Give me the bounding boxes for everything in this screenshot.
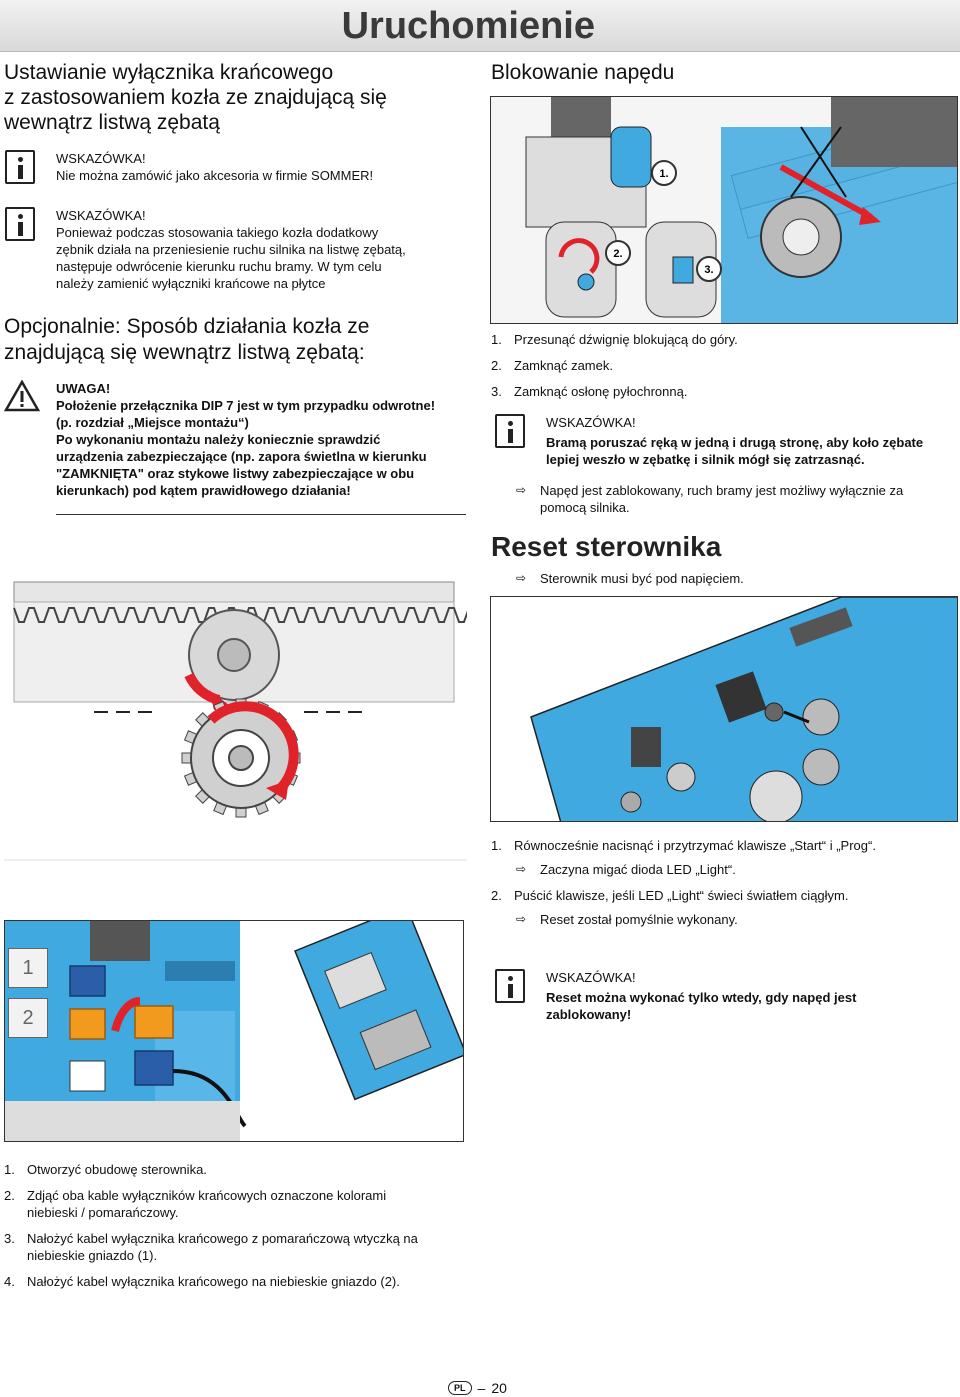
- note4-label: WSKAZÓWKA!: [546, 970, 636, 985]
- warning-line: kierunkach) pod kątem prawidłowego dział…: [56, 483, 351, 498]
- note2-label: WSKAZÓWKA!: [56, 208, 146, 223]
- result-arrow-icon: ⇨: [516, 571, 527, 585]
- warning-icon: [4, 380, 40, 412]
- left-steps-list: 1.Otworzyć obudowę sterownika. 2.Zdjąć o…: [4, 1161, 474, 1299]
- warning-line: Położenie przełącznika DIP 7 jest w tym …: [56, 398, 436, 413]
- block-title: Blokowanie napędu: [491, 61, 675, 84]
- optional-title-line-2: znajdującą się wewnątrz listwą zębatą:: [4, 341, 365, 364]
- list-item: 4.Nałożyć kabel wyłącznika krańcowego na…: [4, 1274, 400, 1289]
- note3-label: WSKAZÓWKA!: [546, 415, 636, 430]
- list-item: 2.Zdjąć oba kable wyłączników krańcowych…: [4, 1188, 387, 1220]
- section-title-line-3: wewnątrz listwą zębatą: [4, 111, 220, 134]
- list-item: 3.Zamknąć osłonę pyłochronną.: [491, 384, 688, 399]
- list-item: 1.Przesunąć dźwignię blokującą do góry.: [491, 332, 738, 347]
- warning-line: "ZAMKNIĘTA" oraz stykowe listwy zabezpie…: [56, 466, 415, 481]
- note2-line: następuje odwrócenie kierunku ruchu bram…: [56, 259, 382, 274]
- callout-1: 1.: [659, 168, 668, 180]
- page-number: 20: [491, 1380, 507, 1396]
- note3-line: Bramą poruszać ręką w jedną i drugą stro…: [546, 435, 924, 450]
- callout-2: 2.: [613, 248, 622, 260]
- section-title-line-2: z zastosowaniem kozła ze znajdującą się: [4, 86, 387, 109]
- header-bar: [0, 0, 960, 52]
- list-item: 2.Puścić klawisze, jeśli LED „Light“ świ…: [491, 888, 849, 903]
- warning-label: UWAGA!: [56, 381, 111, 396]
- reset-result-2: ⇨ Reset został pomyślnie wykonany.: [516, 912, 738, 927]
- warning-line: Po wykonaniu montażu należy koniecznie s…: [56, 432, 381, 447]
- reset-precondition: ⇨ Sterownik musi być pod napięciem.: [516, 571, 744, 586]
- reset-result-1: ⇨ Zaczyna migać dioda LED „Light“.: [516, 862, 736, 877]
- result-arrow-icon: ⇨: [516, 912, 527, 926]
- callout-3: 3.: [704, 264, 713, 276]
- result-arrow-icon: ⇨: [516, 862, 527, 876]
- rack-gear-illustration: [4, 560, 467, 870]
- reset-illustration: [490, 596, 958, 822]
- note4-line: Reset można wykonać tylko wtedy, gdy nap…: [546, 990, 857, 1005]
- page-title: Uruchomienie: [341, 5, 595, 47]
- reset-title: Reset sterownika: [491, 531, 722, 562]
- info-icon: [5, 150, 35, 184]
- result-line: ⇨ Napęd jest zablokowany, ruch bramy jes…: [516, 483, 904, 515]
- figure-label-1: 1: [8, 948, 48, 988]
- info-icon: [5, 207, 35, 241]
- note2-line: zębnik działa na przeniesienie ruchu sil…: [56, 242, 406, 257]
- note3-line: lepiej weszło w zębatkę i silnik mógł si…: [546, 452, 865, 467]
- page-footer: PL – 20: [448, 1380, 507, 1396]
- note4-line: zablokowany!: [546, 1007, 632, 1022]
- note1-label: WSKAZÓWKA!: [56, 151, 146, 166]
- reset-steps: 1.Równocześnie nacisnąć i przytrzymać kl…: [491, 837, 956, 861]
- block-steps-list: 1.Przesunąć dźwignię blokującą do góry. …: [491, 331, 951, 409]
- list-item: 3.Nałożyć kabel wyłącznika krańcowego z …: [4, 1231, 418, 1263]
- warning-line: urządzenia zabezpieczające (np. zapora ś…: [56, 449, 427, 464]
- warning-line: (p. rozdział „Miejsce montażu“): [56, 415, 249, 430]
- note2-line: należy zamienić wyłączniki krańcowe na p…: [56, 276, 326, 291]
- plug-illustration: [4, 920, 464, 1142]
- optional-title-line-1: Opcjonalnie: Sposób działania kozła ze: [4, 315, 370, 338]
- note2-line: Ponieważ podczas stosowania takiego kozł…: [56, 225, 379, 240]
- reset-steps-2: 2.Puścić klawisze, jeśli LED „Light“ świ…: [491, 887, 956, 913]
- result-arrow-icon: ⇨: [516, 483, 527, 497]
- section-title-line-1: Ustawianie wyłącznika krańcowego: [4, 61, 334, 84]
- block-illustration: 1. 2. 3.: [490, 96, 958, 324]
- info-icon: [495, 969, 525, 1003]
- page-dash: –: [477, 1380, 486, 1396]
- list-item: 1.Otworzyć obudowę sterownika.: [4, 1162, 207, 1177]
- divider: [56, 514, 466, 515]
- language-badge: PL: [448, 1381, 472, 1395]
- figure-label-2: 2: [8, 998, 48, 1038]
- list-item: 1.Równocześnie nacisnąć i przytrzymać kl…: [491, 838, 876, 853]
- info-icon: [495, 414, 525, 448]
- list-item: 2.Zamknąć zamek.: [491, 358, 613, 373]
- note1-text: Nie można zamówić jako akcesoria w firmi…: [56, 168, 374, 183]
